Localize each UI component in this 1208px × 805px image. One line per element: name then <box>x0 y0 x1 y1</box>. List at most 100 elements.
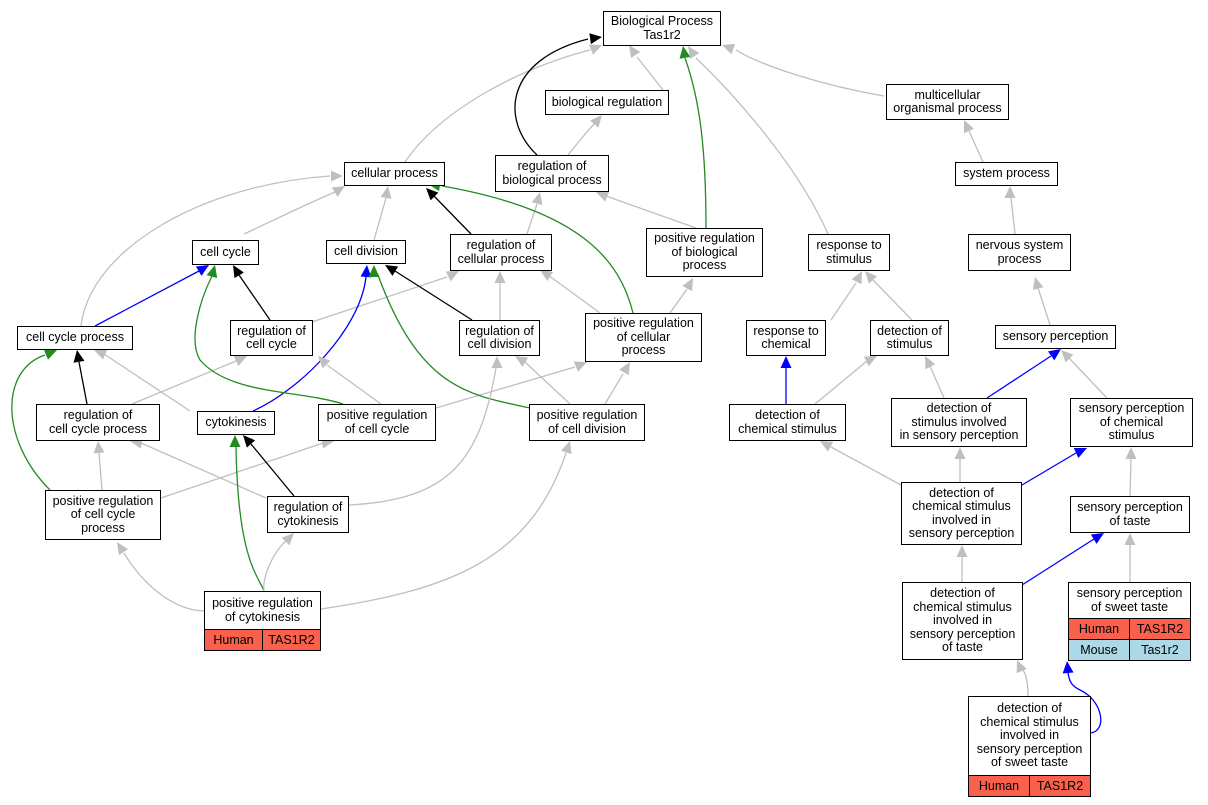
go-term-node[interactable]: multicellular organismal process <box>886 84 1009 120</box>
go-term-label: regulation of cell cycle <box>237 323 306 351</box>
arrowhead <box>1032 277 1044 291</box>
is-a-edge <box>243 191 336 235</box>
is-a-edge <box>524 361 571 405</box>
go-term-node[interactable]: sensory perception <box>995 325 1116 349</box>
go-term-node[interactable]: regulation of cell division <box>459 320 540 356</box>
arrowhead <box>491 356 503 368</box>
go-term-node[interactable]: regulation of cell cycle process <box>36 404 160 441</box>
arrowhead <box>1125 447 1137 459</box>
regulates-edge <box>1067 671 1102 734</box>
arrowhead <box>229 435 241 447</box>
go-term-node[interactable]: detection of chemical stimulus involved … <box>968 696 1091 797</box>
go-term-node[interactable]: regulation of cell cycle <box>230 320 313 356</box>
is-a-edge <box>131 360 237 405</box>
arrowhead <box>925 356 936 370</box>
is-a-edge <box>735 49 885 97</box>
arrowhead <box>195 265 209 276</box>
go-term-node[interactable]: cytokinesis <box>197 411 275 435</box>
arrowhead <box>956 545 968 557</box>
arrowhead <box>589 33 602 45</box>
regulates-edge <box>252 276 367 412</box>
go-term-label: response to chemical <box>753 323 819 351</box>
is-a-edge <box>311 276 448 323</box>
go-term-node[interactable]: positive regulation of cell cycle <box>318 404 436 441</box>
arrowhead <box>331 186 345 197</box>
go-term-label: regulation of cellular process <box>457 238 545 266</box>
regulates-edge <box>1021 452 1077 486</box>
go-term-node[interactable]: nervous system process <box>968 234 1071 271</box>
is-a-edge <box>968 130 984 163</box>
arrowhead <box>540 270 554 282</box>
arrowhead <box>780 356 792 368</box>
is-a-edge <box>695 57 829 235</box>
go-term-node[interactable]: Biological Process Tas1r2 <box>603 11 721 46</box>
arrowhead <box>1090 533 1104 544</box>
go-term-label: system process <box>963 166 1050 181</box>
gene-symbol-cell: TAS1R2 <box>262 630 320 650</box>
go-term-node[interactable]: response to stimulus <box>808 234 890 271</box>
go-term-node[interactable]: cell cycle process <box>17 326 133 350</box>
go-term-node[interactable]: positive regulation of biological proces… <box>646 228 763 277</box>
go-term-label: positive regulation of cell cycle proces… <box>52 493 154 535</box>
arrowhead <box>93 441 105 454</box>
arrowhead <box>679 46 691 59</box>
is-a-edge <box>263 539 288 592</box>
go-term-node[interactable]: detection of stimulus <box>870 320 949 356</box>
go-term-label: positive regulation of cell cycle <box>326 408 428 436</box>
go-term-node[interactable]: cell division <box>326 240 406 264</box>
is-a-edge <box>326 364 382 405</box>
arrowhead <box>233 265 244 279</box>
regulates-edge <box>986 355 1052 399</box>
go-term-node[interactable]: detection of stimulus involved in sensor… <box>891 398 1027 447</box>
arrowhead <box>494 271 506 283</box>
is-a-edge <box>140 442 267 499</box>
go-term-label: cell division <box>334 244 398 259</box>
is-a-edge <box>929 365 945 399</box>
arrowhead <box>73 350 85 363</box>
arrowhead <box>515 356 529 367</box>
is-a-edge <box>872 279 913 321</box>
go-term-label: regulation of biological process <box>502 159 602 187</box>
go-term-node[interactable]: cellular process <box>344 162 445 186</box>
go-term-node[interactable]: positive regulation of cell cycle proces… <box>45 490 161 540</box>
go-term-node[interactable]: system process <box>955 162 1058 186</box>
go-term-node[interactable]: sensory perception of chemical stimulus <box>1070 398 1193 447</box>
go-term-node[interactable]: detection of chemical stimulus involved … <box>902 582 1023 660</box>
go-term-node[interactable]: response to chemical <box>746 320 826 356</box>
species-cell: Human <box>1069 619 1129 639</box>
go-term-node[interactable]: detection of chemical stimulus involved … <box>901 482 1022 545</box>
go-term-node[interactable]: detection of chemical stimulus <box>729 404 846 441</box>
is-a-edge <box>830 282 857 321</box>
arrowhead <box>722 43 736 55</box>
go-term-label: positive regulation of cytokinesis <box>212 596 313 624</box>
is-a-edge <box>1129 458 1132 497</box>
go-term-node[interactable]: biological regulation <box>545 90 669 115</box>
arrowhead <box>573 361 587 372</box>
part-of-edge <box>433 195 472 235</box>
arrowhead <box>590 115 602 128</box>
species-cell: Mouse <box>1069 640 1129 660</box>
arrowhead <box>963 120 974 134</box>
go-term-node[interactable]: regulation of cytokinesis <box>267 496 349 533</box>
go-term-label: sensory perception of sweet taste <box>1076 586 1183 614</box>
is-a-edge <box>605 195 697 229</box>
go-term-label: regulation of cell division <box>465 323 534 351</box>
arrowhead <box>1004 186 1016 198</box>
arrowhead <box>688 46 700 60</box>
go-term-node[interactable]: regulation of biological process <box>495 155 609 192</box>
go-term-node[interactable]: positive regulation of cellular process <box>585 313 702 362</box>
go-term-node[interactable]: cell cycle <box>192 240 259 265</box>
go-term-node[interactable]: regulation of cellular process <box>450 234 552 271</box>
arrowhead <box>851 271 862 285</box>
part-of-edge <box>394 270 473 321</box>
species-cell: Human <box>969 776 1029 796</box>
go-term-node[interactable]: positive regulation of cell division <box>529 404 645 441</box>
go-term-node[interactable]: sensory perception of taste <box>1070 496 1190 533</box>
